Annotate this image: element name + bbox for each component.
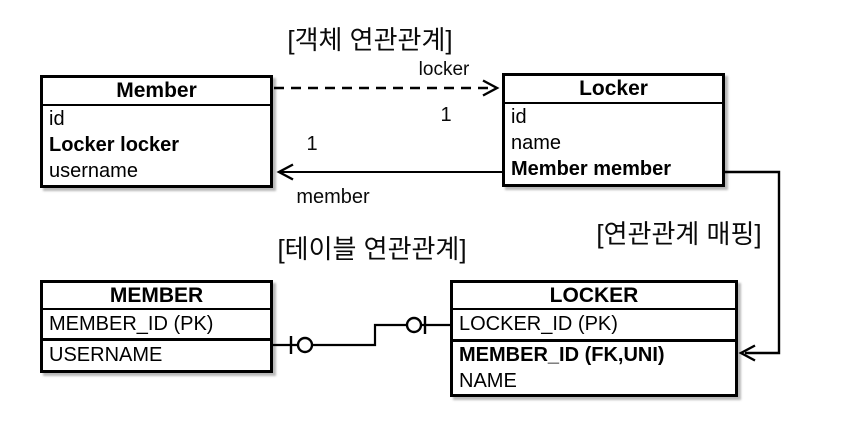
member-association-cardinality: 1 xyxy=(306,133,318,155)
mapping-arrowhead-icon xyxy=(738,344,756,362)
member-class-box: Member id Locker locker username xyxy=(40,75,273,188)
locker-side-circle-icon xyxy=(405,316,423,334)
locker-class-title: Locker xyxy=(505,76,722,104)
locker-table-title: LOCKER xyxy=(453,283,735,310)
locker-class-field-id: id xyxy=(511,106,527,128)
member-class-field-id: id xyxy=(49,108,65,130)
locker-table-row-locker-id: LOCKER_ID (PK) xyxy=(453,310,735,342)
locker-association-label: locker xyxy=(418,59,470,80)
member-table-box: MEMBER MEMBER_ID (PK) USERNAME xyxy=(40,280,273,373)
member-side-circle-icon xyxy=(296,336,314,354)
mapping-title: [연관관계 매핑] xyxy=(596,219,762,249)
locker-table-box: LOCKER LOCKER_ID (PK) MEMBER_ID (FK,UNI)… xyxy=(450,280,738,397)
dashed-arrowhead-icon xyxy=(482,79,500,97)
object-association-title: [객체 연관관계] xyxy=(287,25,453,55)
member-class-field-username: username xyxy=(49,160,138,182)
locker-association-cardinality: 1 xyxy=(440,104,452,126)
member-table-row-username: USERNAME xyxy=(49,344,163,366)
locker-class-field-member: Member member xyxy=(511,158,672,180)
member-class-title: Member xyxy=(43,78,270,106)
locker-table-row-member-id: MEMBER_ID (FK,UNI) xyxy=(459,344,665,366)
member-table-row-member-id: MEMBER_ID (PK) xyxy=(43,310,270,341)
table-connector-line xyxy=(273,323,450,347)
locker-class-box: Locker id name Member member xyxy=(502,73,725,187)
table-association-title: [테이블 연관관계] xyxy=(277,234,467,264)
member-class-field-locker: Locker locker xyxy=(49,134,180,156)
locker-class-field-name: name xyxy=(511,132,562,154)
solid-arrowhead-icon xyxy=(276,163,294,181)
locker-table-row-name: NAME xyxy=(459,370,517,392)
member-association-label: member xyxy=(296,186,370,208)
member-table-title: MEMBER xyxy=(43,283,270,310)
